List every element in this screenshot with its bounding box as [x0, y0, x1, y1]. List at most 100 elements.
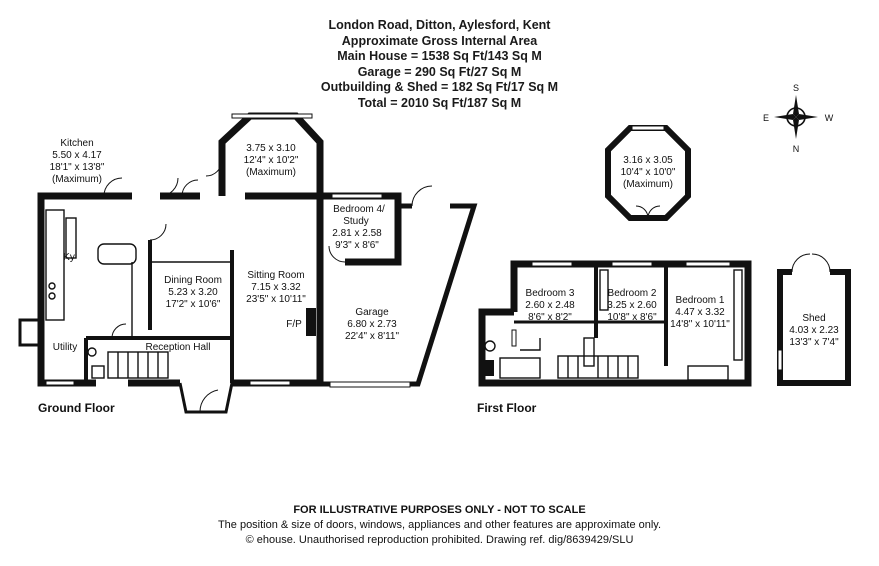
- compass-arrow-icon: [793, 117, 799, 139]
- door-swing: [411, 185, 433, 207]
- bath-icon: [499, 357, 541, 379]
- kitchen-metric: 5.50 x 4.17: [52, 150, 102, 161]
- fireplace-label: F/P: [286, 319, 302, 330]
- bedroom4-name-2: Study: [343, 216, 369, 227]
- ground-floor-label: Ground Floor: [38, 401, 115, 415]
- conservatory-note: (Maximum): [246, 167, 296, 178]
- garage-area: Garage = 290 Sq Ft/27 Sq M: [357, 64, 522, 79]
- compass-n: N: [793, 144, 800, 154]
- bedroom2-name: Bedroom 2: [608, 288, 657, 299]
- sitting-metric: 7.15 x 3.32: [251, 282, 301, 293]
- kitchen-worktop: [45, 209, 65, 321]
- ground-floor-plan: Kitchen 5.50 x 4.17 18'1" x 13'8" (Maxim…: [18, 112, 478, 415]
- bedroom2-imperial: 10'8" x 8'6": [607, 312, 657, 323]
- front-door-swing: [199, 389, 219, 413]
- window: [685, 261, 731, 267]
- garage-name: Garage: [355, 307, 389, 318]
- conservatory-metric: 3.75 x 3.10: [246, 143, 296, 154]
- hob-ring-icon: [48, 292, 56, 300]
- door-swing: [111, 323, 127, 339]
- window: [511, 329, 517, 347]
- window: [331, 193, 383, 199]
- hob-ring-icon: [48, 282, 56, 290]
- shed-plan: Shed 4.03 x 2.23 13'3" x 7'4": [777, 253, 851, 386]
- plan-header: London Road, Ditton, Aylesford, Kent App…: [0, 18, 879, 111]
- first-floor-label: First Floor: [477, 401, 537, 415]
- kitchen-sink: [65, 217, 77, 259]
- window: [531, 261, 573, 267]
- garage-door: [329, 381, 411, 388]
- garage-metric: 6.80 x 2.73: [347, 319, 397, 330]
- wardrobe: [687, 365, 729, 381]
- first-outer-wall: [478, 260, 752, 387]
- main-house-area: Main House = 1538 Sq Ft/143 Sq M: [337, 49, 542, 63]
- compass-e: E: [763, 113, 769, 123]
- disclaimer-text: The position & size of doors, windows, a…: [217, 519, 662, 531]
- basin-icon: [484, 340, 496, 352]
- dining-imperial: 17'2" x 10'6": [166, 299, 221, 310]
- door-swing: [103, 177, 123, 197]
- compass-arrow-icon: [774, 114, 796, 120]
- compass: S E W N: [763, 83, 834, 154]
- window: [777, 349, 783, 371]
- door-swing: [159, 177, 179, 197]
- bedroom1-metric: 4.47 x 3.32: [675, 307, 725, 318]
- wardrobe: [599, 269, 609, 311]
- disclaimer-heading: FOR ILLUSTRATIVE PURPOSES ONLY - NOT TO …: [293, 504, 586, 516]
- wc-icon: [91, 365, 105, 379]
- kitchen-island: [97, 243, 137, 265]
- compass-arrow-icon: [793, 95, 799, 117]
- garage-imperial: 22'4" x 8'11": [345, 331, 400, 342]
- door-swing: [811, 253, 831, 273]
- window: [45, 380, 75, 386]
- airing-cupboard: [583, 337, 595, 367]
- area-subtitle: Approximate Gross Internal Area: [341, 33, 538, 48]
- bedroom1-name: Bedroom 1: [676, 295, 725, 306]
- bedroom1-imperial: 14'8" x 10'11": [670, 319, 730, 330]
- outbuilding-area: Outbuilding & Shed = 182 Sq Ft/17 Sq M: [320, 80, 559, 94]
- window: [611, 261, 653, 267]
- outbuilding-wall: [605, 125, 691, 221]
- conservatory-window: [231, 113, 313, 119]
- outbuilding-plan: 3.16 x 3.05 10'4" x 10'0" (Maximum): [605, 125, 691, 221]
- ky-label: Ky: [63, 252, 75, 263]
- bedroom2-metric: 3.25 x 2.60: [607, 300, 657, 311]
- front-porch: [178, 382, 234, 414]
- compass-s: S: [793, 83, 799, 93]
- door-swing: [181, 179, 199, 197]
- compass-arrow-icon: [796, 114, 818, 120]
- plan-footer: FOR ILLUSTRATIVE PURPOSES ONLY - NOT TO …: [0, 503, 879, 548]
- window: [631, 125, 665, 131]
- door-swing: [328, 245, 346, 263]
- shed-doorway: [792, 268, 830, 276]
- compass-w: W: [825, 113, 834, 123]
- shed-imperial: 13'3" x 7'4": [789, 337, 839, 348]
- outbuilding-metric: 3.16 x 3.05: [623, 155, 673, 166]
- conservatory-imperial: 12'4" x 10'2": [244, 155, 299, 166]
- outbuilding-note: (Maximum): [623, 179, 673, 190]
- kitchen-name: Kitchen: [60, 138, 93, 149]
- dining-name: Dining Room: [164, 275, 222, 286]
- landing-edge: [520, 338, 541, 351]
- dining-metric: 5.23 x 3.20: [168, 287, 218, 298]
- utility-name: Utility: [53, 342, 77, 353]
- door-swing: [205, 159, 223, 177]
- copyright-text: © ehouse. Unauthorised reproduction proh…: [245, 534, 634, 546]
- reception-name: Reception Hall: [145, 342, 210, 353]
- door-swing: [149, 223, 167, 241]
- sitting-name: Sitting Room: [247, 270, 304, 281]
- outbuilding-imperial: 10'4" x 10'0": [621, 167, 676, 178]
- bedroom3-name: Bedroom 3: [526, 288, 575, 299]
- first-floor-plan: Bedroom 3 2.60 x 2.48 8'6" x 8'2" Bedroo…: [477, 260, 752, 415]
- bedroom3-metric: 2.60 x 2.48: [525, 300, 575, 311]
- bedroom4-name: Bedroom 4/: [333, 204, 385, 215]
- wc-icon: [484, 360, 494, 376]
- door-swing: [791, 253, 811, 273]
- window: [249, 380, 291, 386]
- sitting-imperial: 23'5" x 10'11": [246, 294, 306, 305]
- basin-icon: [87, 347, 97, 357]
- shed-name: Shed: [802, 313, 825, 324]
- kitchen-note: (Maximum): [52, 174, 102, 185]
- total-area: Total = 2010 Sq Ft/187 Sq M: [357, 95, 522, 110]
